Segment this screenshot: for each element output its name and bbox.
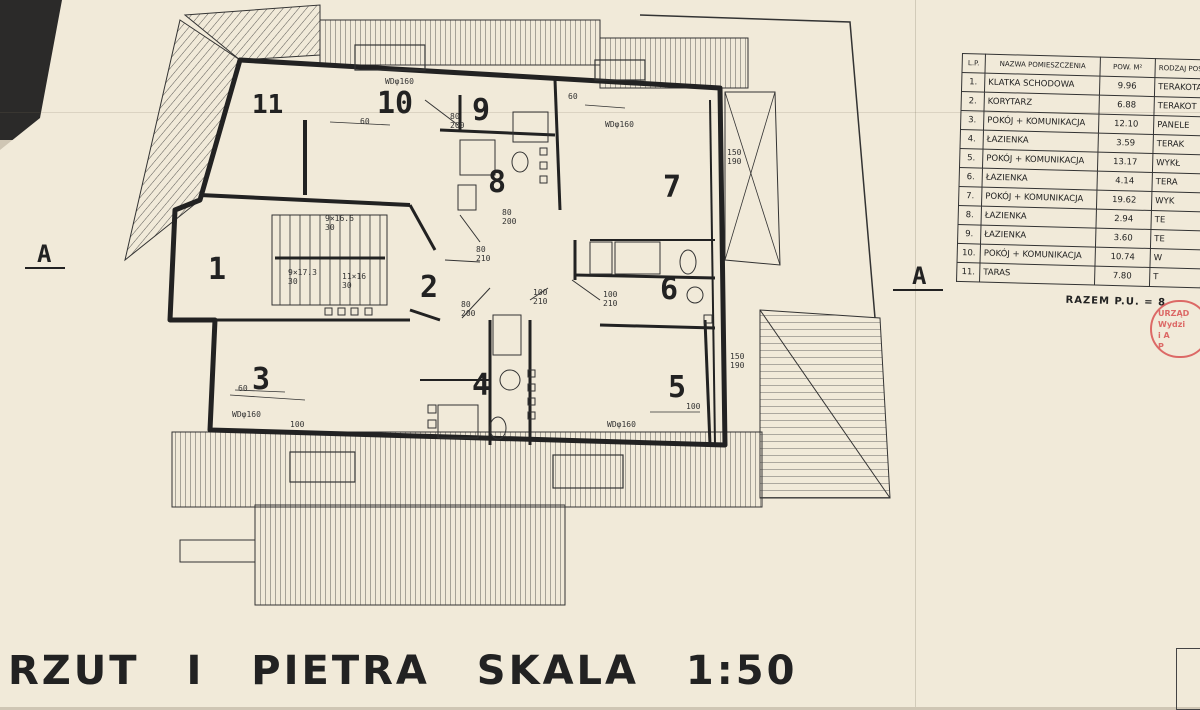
header-area: POW. M²	[1099, 57, 1156, 78]
room-number-8: 8	[488, 165, 507, 200]
door-swings	[424, 99, 601, 319]
dim-door-corridor: 80 210	[476, 245, 491, 263]
room-number-6: 6	[660, 272, 679, 307]
room-number-2: 2	[420, 270, 439, 305]
dim-stairs-landing: 11×16 30	[342, 272, 367, 290]
dim-door-4: 80 200	[461, 300, 476, 318]
terrace-hatch	[254, 504, 566, 606]
dimension-lines	[229, 104, 700, 413]
room-number-3: 3	[252, 362, 271, 397]
room-number-10: 10	[377, 86, 414, 121]
room-number-7: 7	[663, 170, 682, 205]
dim-100-a: 100	[290, 420, 305, 429]
outer-walls	[167, 57, 728, 448]
roof-hatch-left	[124, 19, 241, 262]
header-lp: L.P.	[961, 53, 986, 74]
paper-fold-vertical	[915, 0, 916, 707]
dim-60-a: 60	[360, 117, 370, 126]
dim-stairs-upper: 9×16.6 30	[325, 214, 354, 232]
section-mark-left: A	[37, 240, 52, 268]
section-mark-right: A	[912, 262, 927, 290]
room-schedule-table: L.P. NAZWA POMIESZCZENIA POW. M² RODZAJ …	[955, 53, 1200, 310]
title-block-corner	[1176, 648, 1200, 710]
dim-60-c: 60	[568, 92, 578, 101]
step-outline	[179, 539, 256, 563]
dim-door-6: 100 210	[603, 290, 618, 308]
office-stamp: URZĄD Wydzi i A P	[1150, 300, 1200, 358]
roof-outline-right	[639, 14, 876, 319]
dim-wd-left: WDφ160	[232, 410, 261, 419]
dim-100-b: 100	[686, 402, 701, 411]
dim-door-8: 80 200	[502, 208, 517, 226]
room-number-1: 1	[208, 252, 227, 287]
dim-wd-top: WDφ160	[385, 77, 414, 86]
paper-fold-horizontal	[0, 112, 1200, 113]
dim-door-2: 100 210	[533, 288, 548, 306]
room-number-4: 4	[472, 368, 491, 403]
room-number-5-right: 5	[668, 370, 687, 405]
dim-window-7: 150 190	[727, 148, 742, 166]
bathroom-fixtures	[324, 111, 713, 440]
roof-hatch-top	[319, 19, 601, 66]
room-number-9: 9	[472, 93, 491, 128]
dim-door-10: 80 200	[450, 112, 465, 130]
room-number-11: 11	[252, 90, 284, 120]
dim-stairs-lower: 9×17.3 30	[288, 268, 317, 286]
drawing-title: RZUT I PIETRA SKALA 1:50	[8, 648, 798, 694]
dim-wd-upper-right: WDφ160	[605, 120, 634, 129]
dim-wd-right: WDφ160	[607, 420, 636, 429]
staircase	[271, 214, 388, 306]
dim-60-b: 60	[238, 384, 248, 393]
front-windows	[289, 44, 646, 489]
dim-window-5: 150 190	[730, 352, 745, 370]
header-floor: RODZAJ POS	[1154, 58, 1200, 79]
